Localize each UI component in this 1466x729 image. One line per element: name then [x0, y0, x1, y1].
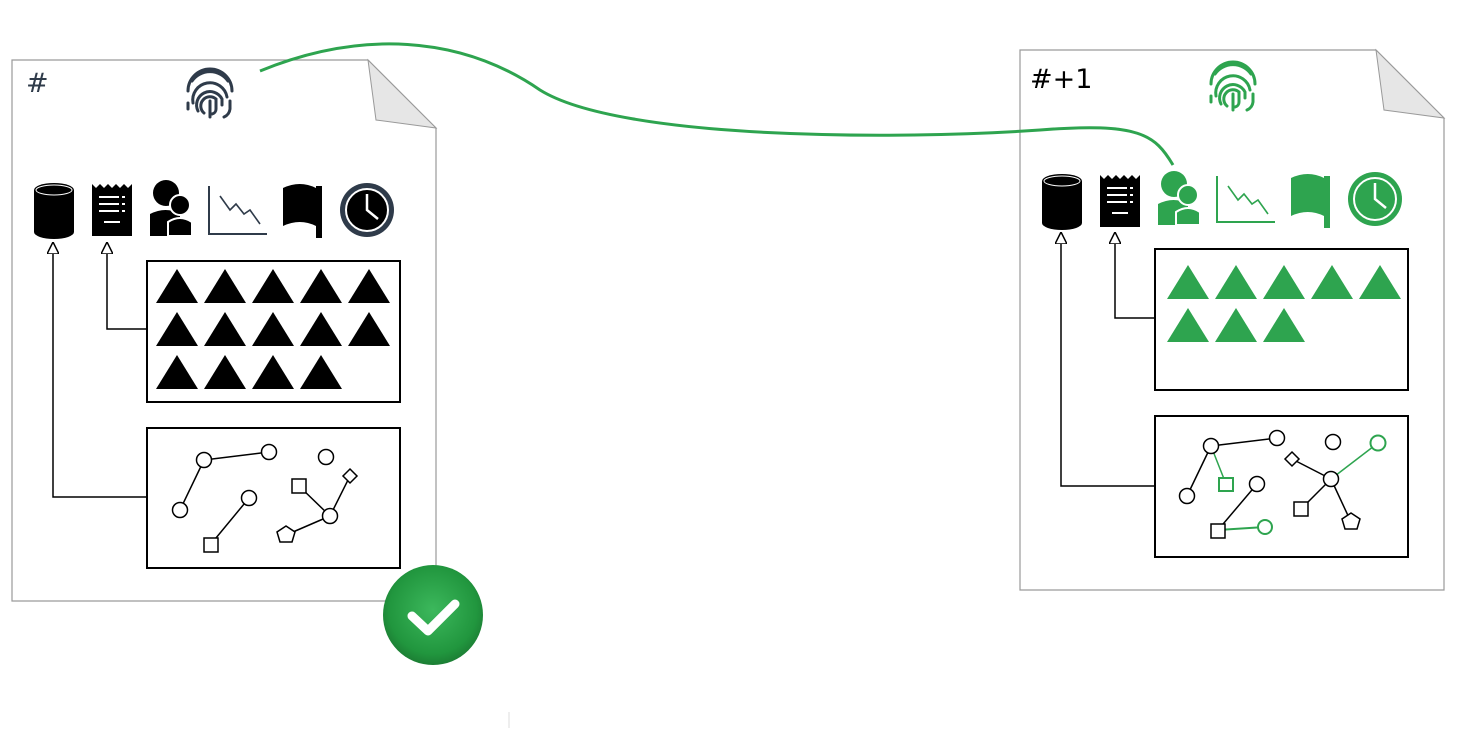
link-curve — [259, 42, 1175, 166]
database-icon — [1042, 174, 1082, 230]
clock-icon — [1348, 172, 1402, 226]
page-fold-left — [367, 58, 438, 129]
triangle-mark — [300, 312, 342, 346]
triangle-mark — [156, 269, 198, 303]
triangle-mark — [1167, 265, 1209, 299]
fingerprint-icon — [1209, 60, 1257, 112]
flag-icon — [283, 184, 322, 238]
block-left: # — [11, 58, 483, 665]
triangle-mark — [1167, 308, 1209, 342]
triangle-mark — [1359, 265, 1401, 299]
block-right: #+1 — [1019, 48, 1446, 591]
check-icon — [383, 565, 483, 665]
triangle-mark — [1311, 265, 1353, 299]
triangle-mark — [300, 355, 342, 389]
connector-left — [53, 248, 147, 498]
receipt-icon — [1100, 175, 1140, 227]
page-fold-right — [1375, 48, 1446, 119]
triangle-mark — [252, 312, 294, 346]
triangle-mark — [1263, 265, 1305, 299]
triangle-mark — [348, 269, 390, 303]
users-icon — [1158, 171, 1201, 226]
line-chart-icon — [1216, 176, 1275, 223]
triangle-mark — [204, 312, 246, 346]
triangle-mark — [1215, 308, 1257, 342]
triangle-mark — [348, 312, 390, 346]
triangle-mark — [252, 355, 294, 389]
block-label-left: # — [26, 68, 49, 99]
triangle-mark — [156, 312, 198, 346]
line-chart-icon — [208, 186, 267, 235]
graph-left — [171, 443, 359, 553]
triangle-mark — [252, 269, 294, 303]
triangle-mark — [204, 269, 246, 303]
flag-icon — [1291, 174, 1330, 228]
users-icon — [150, 180, 193, 237]
triangle-group-right — [1167, 265, 1401, 342]
triangle-mark — [204, 355, 246, 389]
clock-icon — [340, 183, 394, 237]
database-icon — [34, 183, 74, 239]
graph-right — [1178, 429, 1387, 539]
triangle-mark — [1215, 265, 1257, 299]
receipt-icon — [92, 184, 132, 236]
block-label-right: #+1 — [1030, 64, 1092, 95]
triangle-group-left — [156, 269, 390, 389]
triangle-mark — [300, 269, 342, 303]
triangle-mark — [1263, 308, 1305, 342]
triangle-mark — [156, 355, 198, 389]
fingerprint-icon — [186, 67, 234, 119]
connector-right — [1061, 238, 1155, 487]
